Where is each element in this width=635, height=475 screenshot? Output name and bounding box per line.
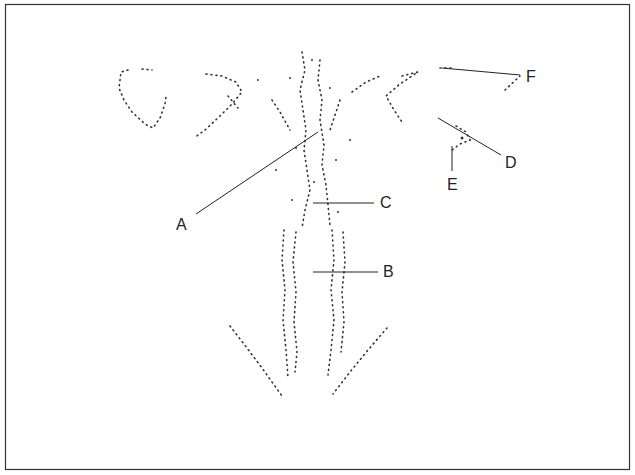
leader-line [313,272,378,273]
leader-line [313,203,374,204]
callout-letter: E [447,176,458,194]
callout-letter: C [380,194,392,212]
dotted-outline [119,52,520,396]
leader-line [442,68,520,75]
leader-line [438,118,501,155]
leader-lines [196,68,520,272]
scatter-dots [257,59,464,213]
callout-letter: B [383,263,394,281]
leader-line [196,132,318,214]
callout-letter: D [505,154,517,172]
leader-line [452,146,453,171]
frame [6,5,630,470]
callout-letter: F [526,68,536,86]
callout-letter: A [176,216,187,234]
